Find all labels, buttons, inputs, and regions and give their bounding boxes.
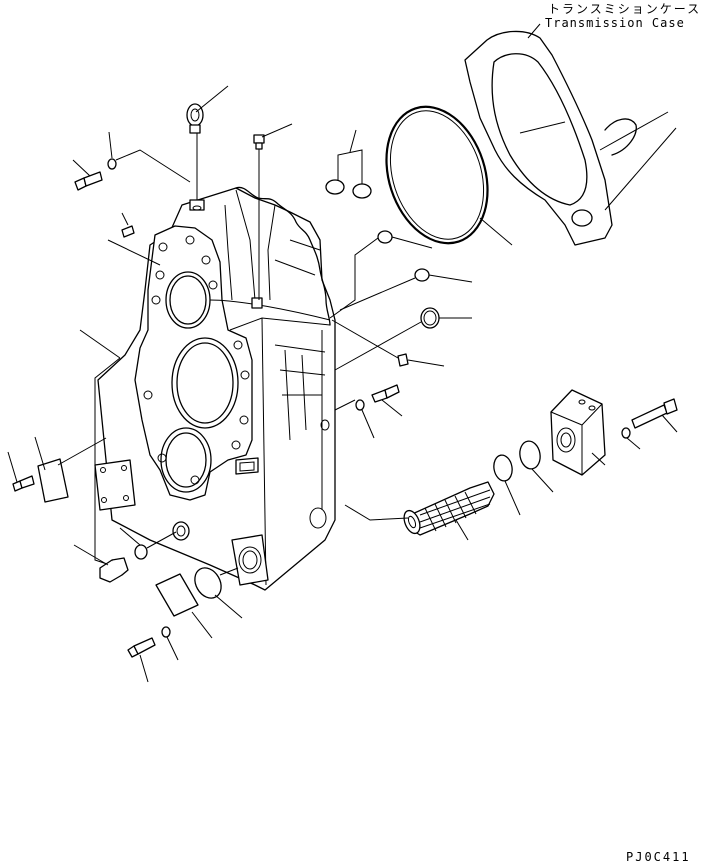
transmission-case-label-en: Transmission Case [545, 16, 685, 30]
transmission-housing [94, 186, 336, 591]
bolt-bottom [127, 637, 156, 683]
small-plug-2 [339, 268, 473, 311]
drawing-code: PJ0C411 [626, 850, 691, 864]
transmission-case-label-jp: トランスミションケース [548, 2, 702, 16]
filter-head [550, 389, 606, 476]
leader-housing-left [79, 329, 121, 566]
filter-o-ring-2 [519, 440, 554, 493]
breather-plug [331, 319, 445, 367]
washer-filter-head [621, 427, 641, 450]
o-ring-bottom [194, 567, 243, 619]
washer-top-left [107, 131, 191, 183]
transmission-case-outline [464, 30, 637, 246]
dowel-pin [107, 212, 161, 266]
eye-bolt [186, 85, 229, 200]
cover-plate-bottom [155, 573, 213, 639]
transmission-case-leaders [527, 23, 677, 211]
bolt-mid-right [371, 384, 403, 417]
bolt-top-left [72, 159, 103, 191]
plug-pair [325, 129, 372, 199]
bolt-left [7, 451, 35, 492]
gasket-left [34, 436, 107, 503]
filter-o-ring-1 [493, 454, 521, 516]
plug-o-ring [119, 527, 177, 560]
top-plug [253, 123, 293, 300]
drain-plug [73, 544, 129, 583]
large-o-ring [385, 105, 513, 246]
washer-mid-right [334, 399, 375, 439]
washer-bottom [161, 626, 179, 661]
filter-element [344, 481, 495, 541]
bolt-filter-head [631, 398, 678, 433]
